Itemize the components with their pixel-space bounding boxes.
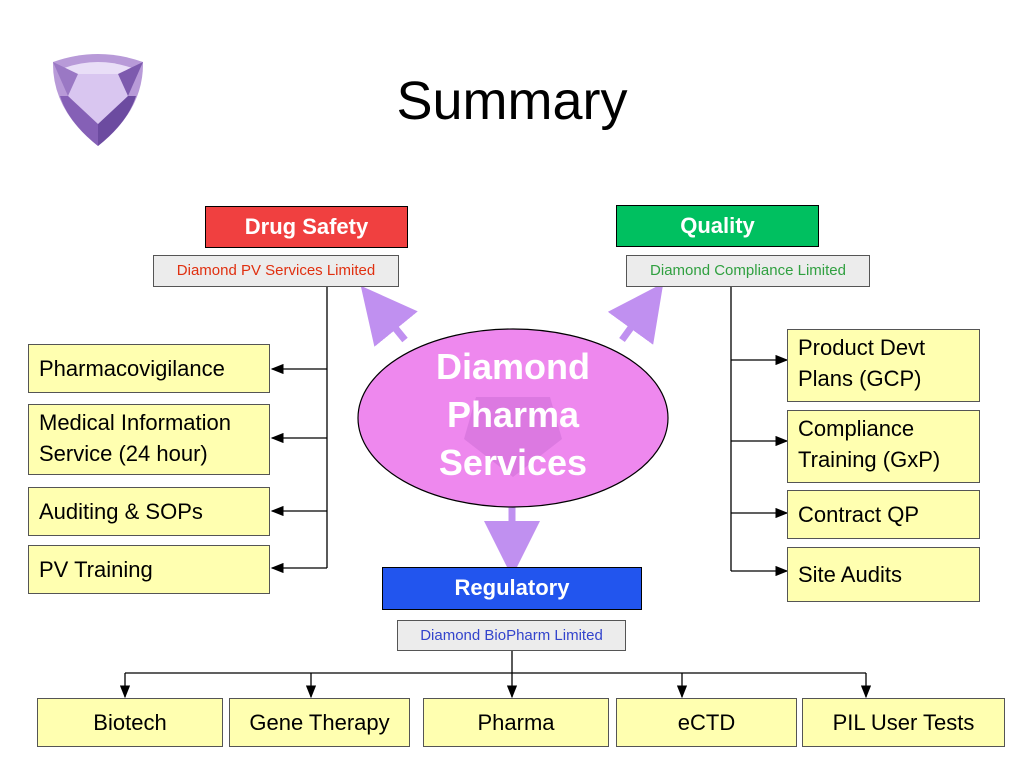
regulatory-header: Regulatory bbox=[382, 567, 642, 610]
quality-item-product-devt: Product Devt Plans (GCP) bbox=[787, 329, 980, 402]
regulatory-item-gene-therapy: Gene Therapy bbox=[229, 698, 410, 747]
regulatory-company: Diamond BioPharm Limited bbox=[397, 620, 626, 651]
regulatory-item-pil-user-tests: PIL User Tests bbox=[802, 698, 1005, 747]
drug-safety-header: Drug Safety bbox=[205, 206, 408, 248]
drug-safety-item-auditing: Auditing & SOPs bbox=[28, 487, 270, 536]
center-ellipse bbox=[357, 328, 669, 508]
quality-item-compliance-training: Compliance Training (GxP) bbox=[787, 410, 980, 483]
quality-item-contract-qp: Contract QP bbox=[787, 490, 980, 539]
drug-safety-company: Diamond PV Services Limited bbox=[153, 255, 399, 287]
quality-item-site-audits: Site Audits bbox=[787, 547, 980, 602]
quality-header: Quality bbox=[616, 205, 819, 247]
center-label-line2: Pharma bbox=[446, 394, 580, 435]
regulatory-item-ectd: eCTD bbox=[616, 698, 797, 747]
page-title: Summary bbox=[396, 71, 628, 131]
drug-safety-item-pharmacovigilance: Pharmacovigilance bbox=[28, 344, 270, 393]
regulatory-item-pharma: Pharma bbox=[423, 698, 609, 747]
diamond-shield-logo bbox=[52, 54, 144, 146]
center-label: Diamond Pharma Services bbox=[358, 343, 668, 487]
center-label-line3: Services bbox=[438, 442, 588, 483]
regulatory-item-biotech: Biotech bbox=[37, 698, 223, 747]
drug-safety-item-pv-training: PV Training bbox=[28, 545, 270, 594]
quality-company: Diamond Compliance Limited bbox=[626, 255, 870, 287]
center-label-line1: Diamond bbox=[435, 346, 590, 387]
drug-safety-item-medical-information: Medical Information Service (24 hour) bbox=[28, 404, 270, 475]
